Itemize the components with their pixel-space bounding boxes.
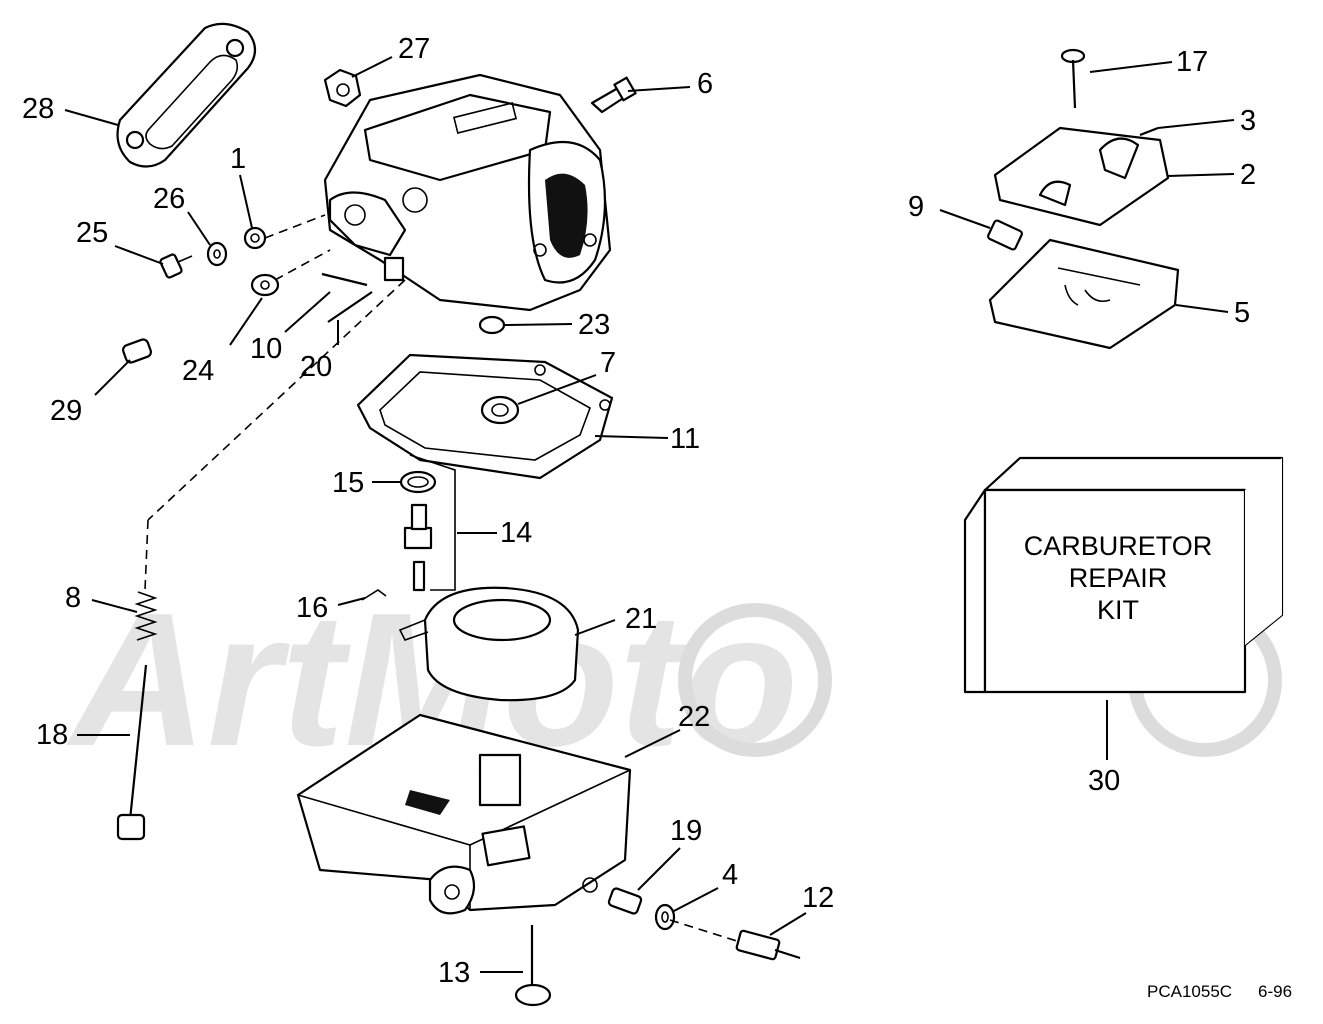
part-28-gasket bbox=[116, 22, 257, 168]
part-24-lever bbox=[250, 273, 280, 297]
part-17-screw bbox=[1060, 48, 1086, 109]
callout-8: 8 bbox=[65, 582, 81, 614]
callout-21: 21 bbox=[625, 603, 657, 635]
callout-4: 4 bbox=[722, 859, 738, 891]
callout-27: 27 bbox=[398, 33, 430, 65]
callout-14: 14 bbox=[500, 517, 532, 549]
callout-9: 9 bbox=[908, 191, 924, 223]
carburetor-body bbox=[323, 73, 612, 312]
part-3-nipple bbox=[1139, 126, 1159, 137]
part-19-jet bbox=[607, 887, 643, 915]
part-23-plug bbox=[478, 315, 506, 335]
part-6-screw bbox=[590, 76, 637, 114]
callout-2: 2 bbox=[1240, 159, 1256, 191]
part-27-nut bbox=[323, 68, 362, 108]
alignment-lines bbox=[144, 214, 741, 943]
callout-3: 3 bbox=[1240, 105, 1256, 137]
part-1-lockwasher bbox=[243, 226, 267, 250]
part-8-spring bbox=[134, 591, 158, 641]
callout-12: 12 bbox=[802, 882, 834, 914]
leader-lines bbox=[64, 56, 1235, 973]
callout-17: 17 bbox=[1176, 46, 1208, 78]
part-25-screw bbox=[159, 253, 193, 279]
callout-11: 11 bbox=[670, 423, 700, 455]
part-18-needle bbox=[116, 664, 148, 841]
callout-30: 30 bbox=[1088, 765, 1120, 797]
callout-19: 19 bbox=[670, 815, 702, 847]
part-4-washer bbox=[654, 903, 676, 931]
callout-labels: 28 27 6 1 26 25 24 10 20 29 23 7 11 15 1… bbox=[22, 33, 1256, 989]
callout-13: 13 bbox=[438, 957, 470, 989]
part-10-pin bbox=[321, 272, 368, 287]
kit-label-line2: REPAIR bbox=[1069, 563, 1168, 593]
callout-1: 1 bbox=[230, 143, 246, 175]
callout-6: 6 bbox=[697, 68, 713, 100]
part-21-float bbox=[398, 586, 580, 702]
callout-16: 16 bbox=[296, 592, 328, 624]
part-7-seat bbox=[480, 395, 520, 425]
part-16-clip bbox=[361, 589, 387, 601]
part-9-valve bbox=[987, 219, 1023, 251]
drawing-date: 6-96 bbox=[1258, 982, 1292, 1001]
part-2-cover bbox=[993, 126, 1170, 227]
part-5-diaphragm bbox=[988, 238, 1180, 350]
part-14-needle-seat bbox=[403, 454, 456, 592]
part-12-fitting bbox=[735, 929, 801, 961]
callout-26: 26 bbox=[153, 183, 185, 215]
carburetor-repair-kit-box: CARBURETOR REPAIR KIT bbox=[963, 456, 1284, 694]
callout-15: 15 bbox=[332, 467, 364, 499]
callout-22: 22 bbox=[678, 701, 710, 733]
part-29-clip bbox=[122, 338, 152, 364]
callout-23: 23 bbox=[578, 309, 610, 341]
callout-7: 7 bbox=[600, 347, 616, 379]
callout-18: 18 bbox=[36, 719, 68, 751]
kit-label-line3: KIT bbox=[1097, 595, 1139, 625]
callout-10: 10 bbox=[250, 333, 282, 365]
part-22-bowl bbox=[296, 713, 632, 915]
callout-28: 28 bbox=[22, 93, 54, 125]
drawing-code: PCA1055C bbox=[1147, 982, 1232, 1001]
callout-29: 29 bbox=[50, 395, 82, 427]
callout-25: 25 bbox=[76, 217, 108, 249]
part-13-screw bbox=[514, 925, 552, 1007]
kit-label-line1: CARBURETOR bbox=[1024, 531, 1213, 561]
callout-5: 5 bbox=[1234, 297, 1250, 329]
callout-20: 20 bbox=[300, 351, 332, 383]
callout-24: 24 bbox=[182, 355, 214, 387]
part-26-washer bbox=[206, 241, 228, 267]
part-20-pin bbox=[327, 291, 373, 323]
part-15-oring bbox=[399, 470, 437, 494]
footer-reference: PCA1055C 6-96 bbox=[1147, 982, 1292, 1001]
